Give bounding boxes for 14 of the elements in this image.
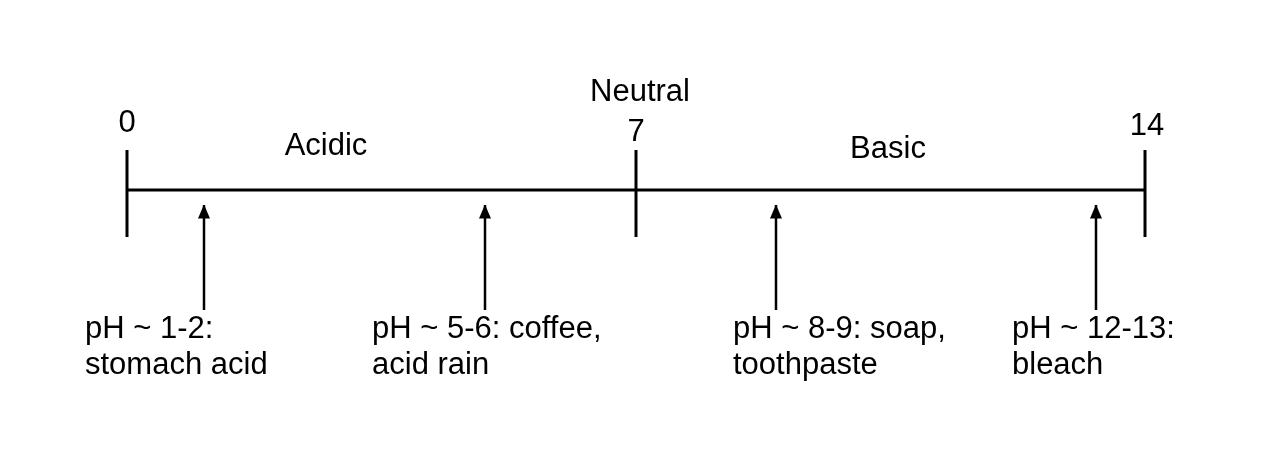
- annotation-text: pH ~ 8-9: soap, toothpaste: [733, 310, 947, 382]
- annotation-text: pH ~ 5-6: coffee, acid rain: [372, 310, 603, 382]
- arrow: [198, 204, 210, 310]
- arrow: [770, 204, 782, 310]
- annotation-text: pH ~ 12-13: bleach: [1012, 310, 1176, 382]
- point-label: Neutral: [590, 74, 690, 108]
- arrow: [479, 204, 491, 310]
- annotation-text: pH ~ 1-2: stomach acid: [85, 310, 269, 382]
- region-label: Acidic: [284, 128, 368, 162]
- tick-label: 14: [1129, 108, 1165, 142]
- tick-label: 0: [118, 105, 136, 139]
- arrow: [1090, 204, 1102, 310]
- region-label: Basic: [850, 131, 926, 165]
- tick-label: 7: [627, 114, 645, 148]
